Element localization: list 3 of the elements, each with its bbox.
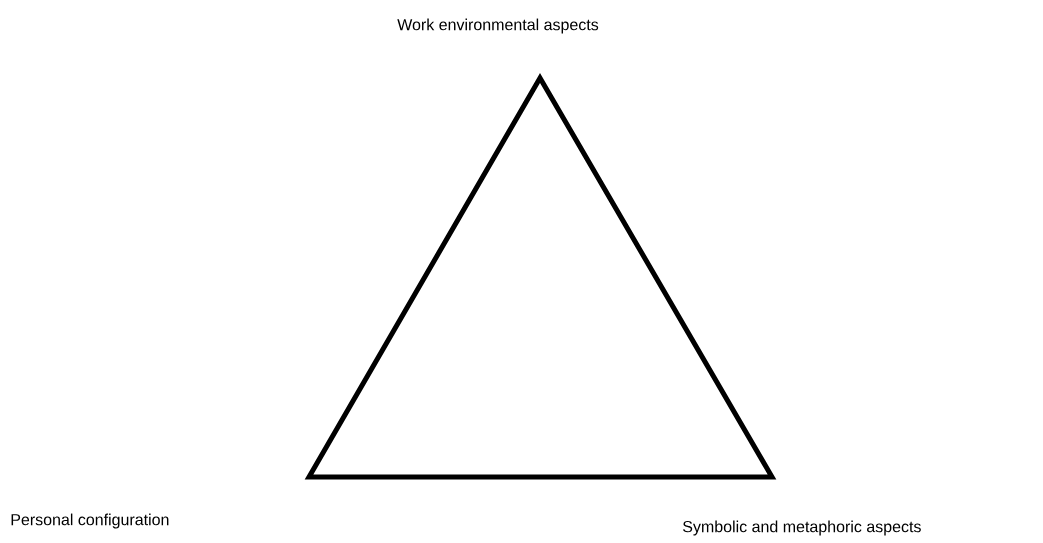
corner-label: Symbolic and metaphoric aspects	[683, 520, 921, 536]
corner-label: Work environmental aspects	[397, 18, 599, 34]
corner-label: Personal configuration	[11, 513, 169, 529]
